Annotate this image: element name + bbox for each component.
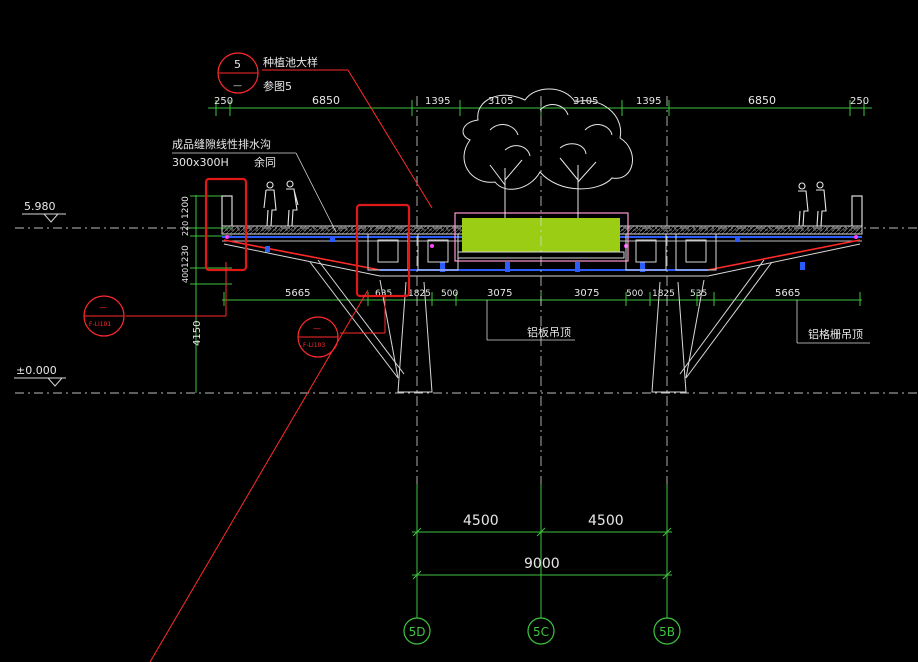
left-dim-400: 400 bbox=[181, 268, 190, 283]
planter bbox=[454, 212, 629, 262]
datum-lines bbox=[15, 227, 918, 394]
left-dim-4150: 4150 bbox=[192, 321, 203, 346]
top-dim-2: 6850 bbox=[312, 94, 340, 107]
people-right bbox=[798, 181, 827, 227]
drain-note-same: 余同 bbox=[254, 155, 276, 169]
grid-dim-total: 9000 bbox=[524, 556, 560, 572]
left-dim-220: 220 bbox=[181, 221, 190, 236]
callout-title: 种植池大样 bbox=[263, 55, 318, 69]
lower-dim-4: 500 bbox=[441, 289, 458, 299]
lower-dim-2: 635 bbox=[375, 289, 392, 299]
top-dim-8: 250 bbox=[850, 96, 869, 107]
small-callout-a-bottom: F-LI101 bbox=[89, 321, 111, 328]
top-dim-5: 3105 bbox=[573, 96, 598, 107]
small-callout-a: — F-LI101 bbox=[83, 295, 125, 337]
top-dimension-chain: 250 6850 1395 3105 3105 1395 6850 250 bbox=[208, 94, 872, 116]
elevation-marker-top: 5.980 bbox=[22, 200, 66, 223]
elevation-marker-ground: ±0.000 bbox=[14, 364, 66, 387]
ceiling-note-aluminum-grille: 铝格栅吊顶 bbox=[808, 327, 863, 341]
grid-dim-left: 4500 bbox=[463, 513, 499, 529]
small-callout-a-top: — bbox=[99, 303, 107, 312]
detail-callout-5: 5 — 种植池大样 参图5 bbox=[217, 52, 318, 94]
left-dim-1200: 1200 bbox=[181, 196, 191, 219]
lower-dim-5: 3075 bbox=[487, 288, 512, 299]
elevation-ground-label: ±0.000 bbox=[16, 364, 57, 377]
lower-dim-10: 5665 bbox=[775, 288, 800, 299]
callout-ref: 参图5 bbox=[263, 79, 292, 93]
axis-label-5d: 5D bbox=[409, 625, 426, 639]
top-dim-3: 1395 bbox=[425, 96, 450, 107]
drain-note: 成品缝隙线性排水沟 300x300H 余同 bbox=[172, 137, 337, 233]
lower-dim-7: 500 bbox=[626, 289, 643, 299]
elevation-top-label: 5.980 bbox=[24, 200, 56, 213]
lower-dim-9: 535 bbox=[690, 289, 707, 299]
lower-dim-6: 3075 bbox=[574, 288, 599, 299]
grid-dim-right: 4500 bbox=[588, 513, 624, 529]
left-vertical-dimensions: 1200 220 1230 400 4150 bbox=[181, 195, 232, 393]
drain-note-size: 300x300H bbox=[172, 156, 229, 169]
diagonal-struts bbox=[309, 259, 773, 379]
top-dim-7: 6850 bbox=[748, 94, 776, 107]
lower-dim-3: 1825 bbox=[408, 289, 431, 299]
tree-drawing bbox=[462, 88, 633, 218]
callout-sheet: — bbox=[233, 81, 242, 91]
callout-number: 5 bbox=[234, 58, 241, 71]
small-callout-b-top: — bbox=[313, 324, 321, 333]
people-left bbox=[263, 180, 299, 227]
left-dim-1230: 1230 bbox=[181, 245, 191, 268]
columns bbox=[397, 281, 687, 393]
axis-bubbles: 5D 5C 5B bbox=[403, 617, 681, 645]
lower-dim-1: 5665 bbox=[285, 288, 310, 299]
axis-label-5b: 5B bbox=[659, 625, 675, 639]
top-dim-6: 1395 bbox=[636, 96, 661, 107]
lower-dim-8: 1825 bbox=[652, 289, 675, 299]
lower-dimension-chain: 5665 635 1825 500 3075 3075 500 1825 535… bbox=[222, 288, 862, 306]
top-dim-4: 3105 bbox=[488, 96, 513, 107]
drain-note-title: 成品缝隙线性排水沟 bbox=[172, 137, 271, 151]
parapets bbox=[221, 195, 863, 226]
grid-dimensions: 4500 4500 9000 bbox=[412, 484, 672, 618]
ceiling-note-aluminum-panel: 铝板吊顶 bbox=[527, 325, 571, 339]
small-callout-b: — F-LI103 bbox=[297, 316, 339, 358]
axis-label-5c: 5C bbox=[533, 625, 549, 639]
soffit-profile bbox=[223, 235, 861, 277]
top-dim-1: 250 bbox=[214, 96, 233, 107]
box-girders bbox=[367, 233, 717, 271]
ceiling-notes: 铝板吊顶 铝格栅吊顶 bbox=[486, 300, 870, 344]
small-callout-b-bottom: F-LI103 bbox=[303, 342, 325, 349]
